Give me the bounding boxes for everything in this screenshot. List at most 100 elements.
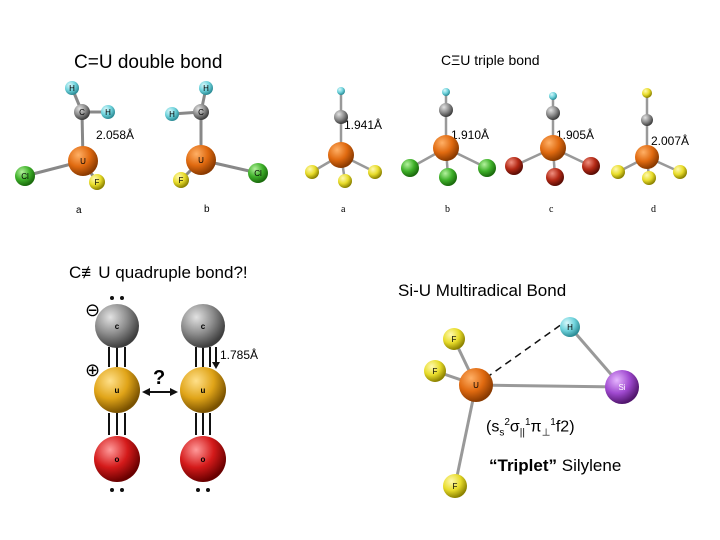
chlorine-atom — [401, 159, 419, 177]
carbon-atom — [193, 104, 209, 120]
quadruple-left-molecule: c u o — [94, 296, 140, 492]
carbon-label: c — [201, 322, 206, 331]
uranium-atom — [328, 142, 354, 168]
triple-label-d: d — [651, 204, 656, 215]
triple-label-c: c — [549, 204, 554, 215]
fluorine-label: F — [452, 335, 457, 344]
uranium-atom — [433, 135, 459, 161]
minus-charge: ⊖ — [85, 300, 101, 320]
triple-length-c: 1.905Å — [556, 128, 595, 142]
quadruple-bond-title: C≢U quadruple bond?! — [69, 263, 248, 282]
uranium-atom — [68, 146, 98, 176]
hydrogen-atom — [560, 317, 580, 337]
uranium-atom — [94, 367, 140, 413]
chlorine-label: Cl — [21, 172, 29, 181]
carbon-atom — [546, 106, 560, 120]
fluorine-atom — [89, 174, 105, 190]
chlorine-atom — [546, 168, 564, 186]
resonance-arrow — [142, 388, 178, 396]
carbon-atom — [74, 104, 90, 120]
fluorine-atom — [424, 360, 446, 382]
uranium-label: U — [198, 156, 204, 165]
silylene-title: Si-U Multiradical Bond — [398, 281, 567, 300]
silylene-caption: “Triplet” Silylene — [489, 456, 622, 475]
carbon-label: c — [115, 322, 120, 331]
oxygen-atom — [180, 436, 226, 482]
chlorine-atom — [15, 166, 35, 186]
triple-length-a: 1.941Å — [344, 118, 383, 132]
silylene-molecule: F F H Si U F — [424, 317, 639, 498]
triple-bond-molecule-a — [305, 87, 382, 188]
silicon-atom — [605, 370, 639, 404]
hydrogen-atom — [65, 81, 79, 95]
hydrogen-label: H — [105, 108, 111, 117]
fluorine-atom — [673, 165, 687, 179]
hydrogen-atom — [199, 81, 213, 95]
chlorine-atom — [505, 157, 523, 175]
double-a-atoms: H H C Cl U F — [15, 81, 115, 190]
hydrogen-atom — [165, 107, 179, 121]
carbon-atom — [95, 304, 139, 348]
uranium-atom — [635, 145, 659, 169]
uranium-label: u — [115, 386, 120, 395]
fluorine-atom — [368, 165, 382, 179]
oxygen-label: o — [115, 455, 120, 464]
double-bond-title: C=U double bond — [74, 52, 223, 73]
triple-bond-title: CΞU triple bond — [441, 52, 540, 68]
uranium-atom — [180, 367, 226, 413]
arrow-head — [212, 362, 220, 369]
question-mark: ? — [153, 367, 166, 389]
fluorine-atom — [305, 165, 319, 179]
carbon-label: C — [198, 108, 204, 117]
carbon-atom — [439, 103, 453, 117]
carbon-label: C — [79, 108, 85, 117]
quadruple-right-molecule: c u o — [180, 304, 226, 492]
hydrogen-label: H — [567, 323, 573, 332]
uranium-atom — [186, 145, 216, 175]
fluorine-label: F — [179, 176, 184, 185]
carbon-atom — [181, 304, 225, 348]
fluorine-atom — [443, 474, 467, 498]
fluorine-atom — [443, 328, 465, 350]
fluorine-atom — [173, 172, 189, 188]
double-bond-molecule-b — [171, 87, 259, 182]
quadruple-length: 1.785Å — [220, 348, 259, 362]
hydrogen-atom — [549, 92, 557, 100]
silicon-label: Si — [618, 383, 625, 392]
double-label-b: b — [204, 204, 210, 215]
triple-length-d: 2.007Å — [651, 134, 690, 148]
carbon-atom — [334, 110, 348, 124]
oxygen-atom — [94, 436, 140, 482]
triple-length-b: 1.910Å — [451, 128, 490, 142]
hydrogen-atom — [337, 87, 345, 95]
hydrogen-atom — [442, 88, 450, 96]
carbon-atom — [641, 114, 653, 126]
double-b-atoms: H H C Cl U F — [165, 81, 268, 188]
fluorine-label: F — [95, 178, 100, 187]
uranium-label: u — [201, 386, 206, 395]
double-bond-length: 2.058Å — [96, 128, 135, 142]
chlorine-atom — [439, 168, 457, 186]
uranium-label: U — [473, 381, 479, 390]
chlorine-label: Cl — [254, 169, 262, 178]
electron-configuration: (ss2σ||1π⊥1f2) — [486, 417, 575, 439]
hydrogen-label: H — [69, 84, 75, 93]
fluorine-atom — [338, 174, 352, 188]
chlorine-atom — [478, 159, 496, 177]
fluorine-atom — [642, 171, 656, 185]
oxygen-label: o — [201, 455, 206, 464]
fluorine-label: F — [453, 482, 458, 491]
fluorine-atom — [611, 165, 625, 179]
triple-bond-molecule-d — [611, 88, 687, 185]
hydrogen-label: H — [203, 84, 209, 93]
double-label-a: a — [76, 205, 82, 216]
uranium-atom — [540, 135, 566, 161]
uranium-label: U — [80, 157, 86, 166]
hydrogen-atom — [101, 105, 115, 119]
hydrogen-label: H — [169, 110, 175, 119]
triple-label-b: b — [445, 204, 450, 215]
fluorine-atom — [642, 88, 652, 98]
triple-bond-molecule-b — [401, 88, 496, 186]
